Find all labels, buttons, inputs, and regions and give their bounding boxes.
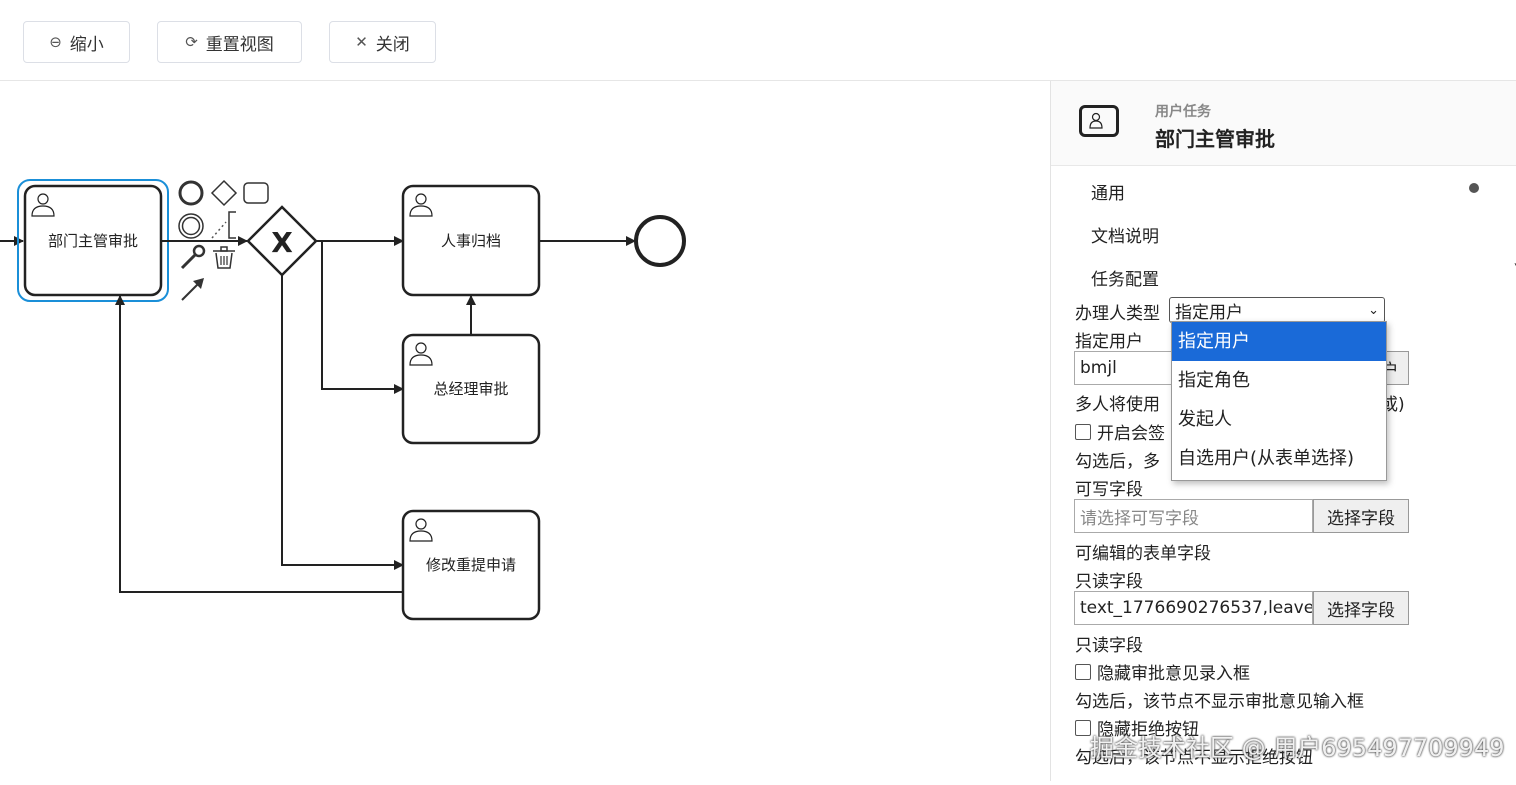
chevron-right-icon[interactable]: › bbox=[1515, 178, 1516, 197]
multi-user-hint: 多人将使用 bbox=[1075, 395, 1160, 415]
flow-to-resubmit[interactable] bbox=[281, 275, 404, 570]
countersign-hint: 勾选后，多 bbox=[1075, 452, 1160, 472]
writable-fields-hint: 可编辑的表单字段 bbox=[1075, 544, 1211, 564]
group-documentation-label: 文档说明 bbox=[1091, 227, 1159, 247]
group-general-status-dot bbox=[1469, 183, 1479, 193]
readonly-select-button[interactable]: 选择字段 bbox=[1313, 591, 1409, 625]
writable-select-button[interactable]: 选择字段 bbox=[1313, 499, 1409, 533]
zoom-out-button[interactable]: ⊖ 缩小 bbox=[23, 21, 130, 63]
writable-fields-label: 可写字段 bbox=[1075, 480, 1143, 500]
zoom-out-icon: ⊖ bbox=[49, 33, 62, 51]
hide-opinion-checkbox[interactable] bbox=[1075, 664, 1091, 680]
append-gateway-icon[interactable] bbox=[210, 179, 238, 207]
association-icon[interactable] bbox=[211, 221, 227, 239]
task-dept-manager-approval[interactable]: 部门主管审批 bbox=[23, 184, 163, 297]
dropdown-option-initiator[interactable]: 发起人 bbox=[1178, 409, 1232, 430]
user-task-header-icon bbox=[1079, 105, 1119, 137]
readonly-fields-input[interactable]: text_1776690276537,leave bbox=[1074, 591, 1313, 625]
hide-opinion-option[interactable]: 隐藏审批意见录入框 bbox=[1075, 659, 1250, 684]
group-general[interactable]: 通用 bbox=[1091, 179, 1516, 204]
hide-reject-hint: 勾选后，该节点不显示拒绝按钮 bbox=[1075, 748, 1313, 768]
append-intermediate-event-icon[interactable] bbox=[178, 213, 204, 239]
writable-fields-input[interactable]: 请选择可写字段 bbox=[1074, 499, 1313, 533]
dropdown-option-specified-user[interactable]: 指定用户 bbox=[1172, 322, 1386, 361]
dropdown-option-self-select[interactable]: 自选用户(从表单选择) bbox=[1178, 448, 1355, 469]
countersign-checkbox[interactable] bbox=[1075, 424, 1091, 440]
toolbar: ⊖ 缩小 ⟳ 重置视图 ✕ 关闭 bbox=[0, 0, 1516, 81]
context-pad bbox=[178, 179, 269, 301]
user-task-icon bbox=[409, 342, 433, 366]
hide-reject-option[interactable]: 隐藏拒绝按钮 bbox=[1075, 715, 1199, 740]
reset-view-label: 重置视图 bbox=[205, 34, 274, 55]
panel-header: 用户任务 部门主管审批 bbox=[1051, 81, 1516, 166]
chevron-down-icon: ⌄ bbox=[1368, 302, 1379, 318]
task-hr-archive[interactable]: 人事归档 bbox=[401, 184, 541, 297]
dropdown-option-specified-role[interactable]: 指定角色 bbox=[1178, 370, 1250, 391]
assignee-type-select[interactable]: 指定用户 ⌄ bbox=[1169, 297, 1385, 323]
end-event[interactable] bbox=[634, 215, 686, 267]
element-name: 部门主管审批 bbox=[1155, 127, 1275, 151]
close-icon: ✕ bbox=[355, 33, 368, 51]
append-end-event-icon[interactable] bbox=[178, 180, 204, 206]
group-task-config[interactable]: 任务配置 bbox=[1091, 265, 1516, 290]
group-task-config-label: 任务配置 bbox=[1091, 270, 1159, 290]
append-task-icon[interactable] bbox=[243, 182, 269, 204]
group-documentation[interactable]: 文档说明 bbox=[1091, 222, 1516, 247]
flow-resubmit-to-dept[interactable] bbox=[115, 295, 403, 593]
bpmn-canvas[interactable]: 部门主管审批 bbox=[0, 81, 1050, 781]
connect-arrow-icon[interactable] bbox=[181, 278, 204, 301]
hide-opinion-hint: 勾选后，该节点不显示审批意见输入框 bbox=[1075, 692, 1364, 712]
task-resubmit-request[interactable]: 修改重提申请 bbox=[401, 509, 541, 621]
assignee-type-label: 办理人类型 bbox=[1075, 304, 1160, 324]
exclusive-gateway[interactable]: X bbox=[246, 205, 318, 277]
user-task-icon bbox=[409, 193, 433, 217]
task-label-resubmit: 修改重提申请 bbox=[426, 556, 516, 574]
task-label-dept-manager: 部门主管审批 bbox=[48, 232, 138, 250]
close-button[interactable]: ✕ 关闭 bbox=[329, 21, 436, 63]
hide-reject-checkbox[interactable] bbox=[1075, 720, 1091, 736]
reset-view-button[interactable]: ⟳ 重置视图 bbox=[157, 21, 302, 63]
group-general-label: 通用 bbox=[1091, 184, 1125, 204]
wrench-icon[interactable] bbox=[180, 244, 206, 270]
task-label-hr-archive: 人事归档 bbox=[441, 232, 501, 250]
countersign-label: 开启会签 bbox=[1097, 424, 1165, 444]
hide-reject-label: 隐藏拒绝按钮 bbox=[1097, 720, 1199, 740]
trash-icon[interactable] bbox=[213, 246, 235, 269]
readonly-fields-hint: 只读字段 bbox=[1075, 636, 1143, 656]
user-task-icon bbox=[31, 193, 55, 217]
flow-to-gm-approval[interactable] bbox=[321, 241, 404, 394]
assignee-type-dropdown: 指定用户 指定角色 发起人 自选用户(从表单选择) bbox=[1171, 321, 1387, 481]
countersign-option[interactable]: 开启会签 bbox=[1075, 419, 1165, 444]
refresh-icon: ⟳ bbox=[185, 33, 198, 51]
user-task-icon bbox=[409, 518, 433, 542]
zoom-out-label: 缩小 bbox=[69, 34, 104, 55]
assigned-user-label: 指定用户 bbox=[1075, 332, 1143, 352]
bpmn-diagram: 部门主管审批 bbox=[0, 179, 686, 621]
chevron-down-icon[interactable]: ˅ bbox=[1513, 261, 1516, 280]
gateway-x-symbol: X bbox=[271, 226, 293, 259]
close-label: 关闭 bbox=[375, 34, 410, 55]
readonly-fields-label: 只读字段 bbox=[1075, 572, 1143, 592]
task-label-gm-approval: 总经理审批 bbox=[433, 380, 508, 398]
element-type: 用户任务 bbox=[1155, 104, 1211, 120]
assignee-type-value: 指定用户 bbox=[1175, 302, 1243, 323]
watermark: 掘金技术社区 @ 用户695497709949 bbox=[1090, 734, 1505, 762]
hide-opinion-label: 隐藏审批意见录入框 bbox=[1097, 664, 1250, 684]
task-gm-approval[interactable]: 总经理审批 bbox=[401, 333, 541, 445]
properties-panel: 用户任务 部门主管审批 通用 › 文档说明 › 任务配置 ˅ 办理人类型 指定用… bbox=[1050, 81, 1516, 781]
chevron-right-icon[interactable]: › bbox=[1515, 221, 1516, 240]
text-annotation-icon[interactable] bbox=[228, 211, 236, 239]
